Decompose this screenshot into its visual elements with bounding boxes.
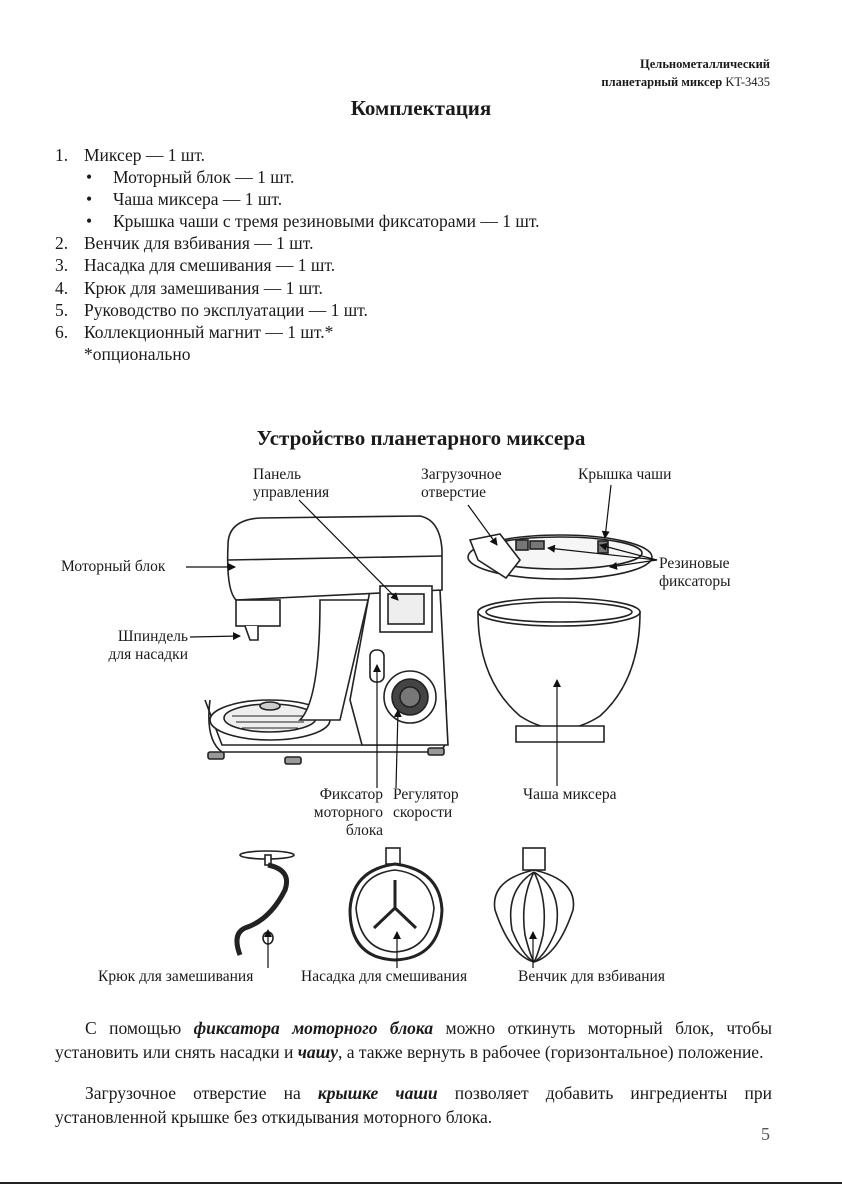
arrow-control-panel <box>298 499 399 601</box>
bowl-drawing <box>477 597 641 743</box>
device-title: Устройство планетарного миксера <box>256 426 586 450</box>
label-dough-hook: Крюк для замешивания <box>98 968 254 985</box>
header-line-2: планетарный миксер <box>601 75 723 89</box>
label-motor-block: Моторный блок <box>61 558 166 575</box>
arrow-loading-hole <box>467 504 498 546</box>
arrow-bowl-lid <box>601 484 612 539</box>
arrow-speed-regulator <box>393 709 402 789</box>
kit-title: Комплектация <box>350 96 492 120</box>
header-model: KT-3435 <box>725 75 770 89</box>
mixer-diagram <box>186 484 658 968</box>
page-number: 5 <box>761 1124 770 1144</box>
label-bowl: Чаша миксера <box>523 786 617 803</box>
header-line-1: Цельнометаллический <box>640 57 770 71</box>
dough-hook-drawing <box>234 850 295 956</box>
paragraph-motor-lock: С помощью фиксатора моторного блока можн… <box>55 1018 772 1062</box>
arrow-fixator-3 <box>609 559 658 570</box>
document-header: Цельнометаллический планетарный миксер K… <box>601 55 770 91</box>
whisk-drawing <box>493 847 575 963</box>
arrow-spindle <box>189 632 241 641</box>
arrow-fixator-2 <box>547 544 658 561</box>
flat-beater-drawing <box>348 847 444 962</box>
arrow-fixator-1 <box>599 542 658 561</box>
mixer-body-drawing <box>204 515 449 765</box>
label-mixing-beater: Насадка для смешивания <box>301 968 468 985</box>
bottom-rule <box>0 1182 842 1184</box>
paragraph-loading-hole: Загрузочное отверстие на крышке чаши поз… <box>55 1083 773 1127</box>
label-whisk: Венчик для взбивания <box>518 968 665 985</box>
label-bowl-lid: Крышка чаши <box>578 466 672 483</box>
